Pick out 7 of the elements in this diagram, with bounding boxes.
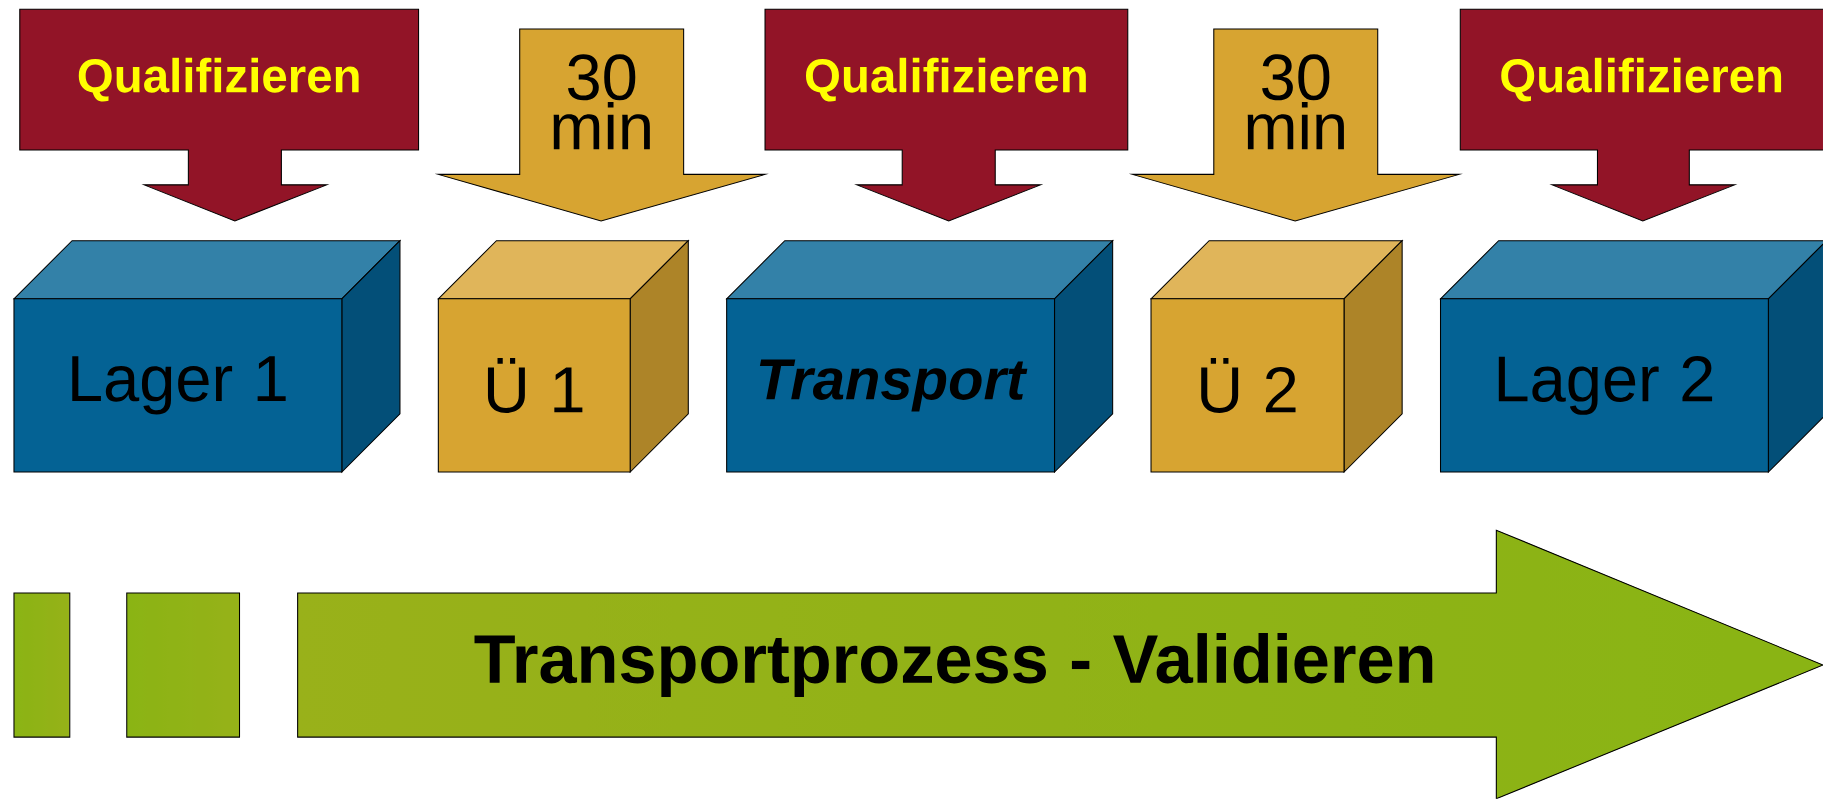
callout-box: 30 min (1128, 28, 1463, 222)
block (126, 592, 241, 738)
block (13, 592, 71, 738)
callout-box: 30 min (434, 28, 769, 222)
callout-box: Qualifizieren (764, 8, 1129, 222)
callout-box: Qualifizieren (1459, 8, 1823, 222)
callout-box: Qualifizieren (19, 8, 420, 222)
